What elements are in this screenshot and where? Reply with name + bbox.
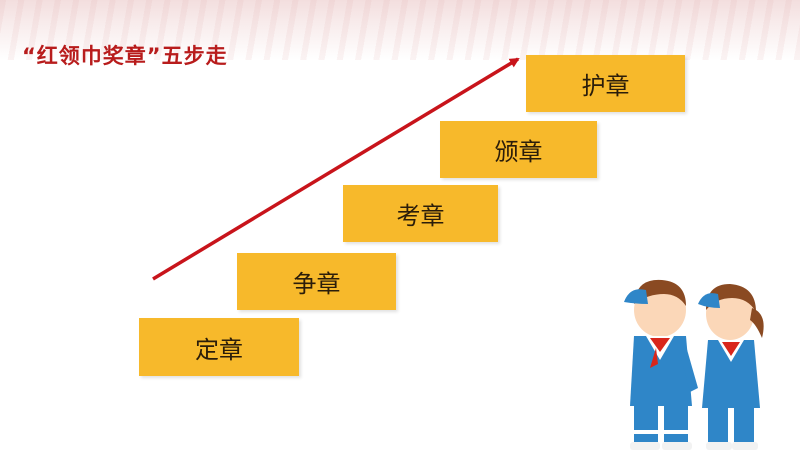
step-1-box: 定章 [139, 318, 299, 376]
saluting-boy-icon [624, 279, 698, 450]
step-3-label: 考章 [396, 202, 445, 230]
saluting-pioneers-illustration [624, 279, 764, 450]
step-4-box: 颁章 [440, 121, 597, 178]
step-5-box: 护章 [526, 55, 685, 112]
header-band [0, 0, 800, 60]
step-4-label: 颁章 [494, 138, 543, 166]
step-2-label: 争章 [292, 270, 341, 298]
saluting-girl-icon [698, 284, 764, 450]
step-1-label: 定章 [195, 335, 243, 364]
step-3-box: 考章 [343, 185, 498, 242]
page-title: “红领巾奖章”五步走 [22, 44, 228, 68]
step-5-label: 护章 [581, 72, 630, 100]
step-2-box: 争章 [237, 253, 396, 310]
